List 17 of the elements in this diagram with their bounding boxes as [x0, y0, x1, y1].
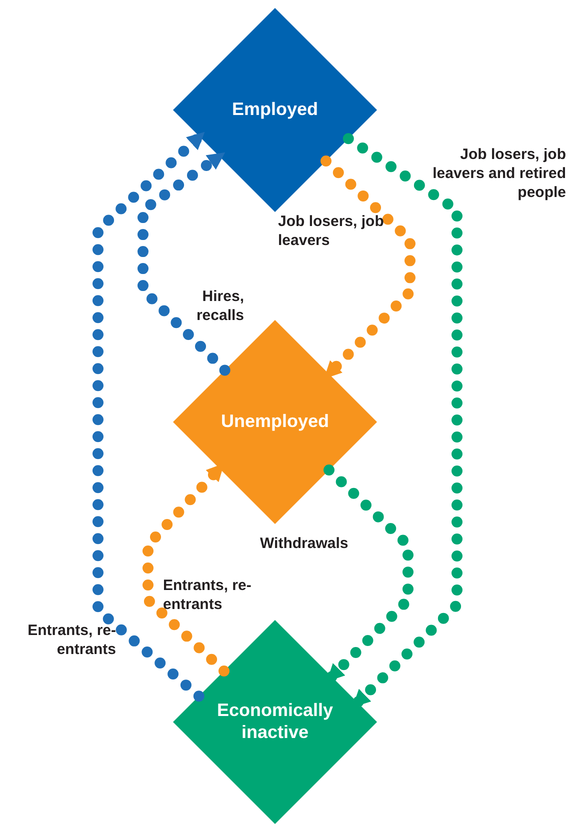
- dotted-arrow: [324, 464, 414, 682]
- dotted-arrow: [342, 133, 462, 708]
- edge-label: Withdrawals: [260, 535, 350, 554]
- dotted-arrow: [92, 131, 206, 702]
- state-label: Employed: [230, 99, 320, 121]
- dotted-arrow: [138, 150, 230, 376]
- state-label: Unemployed: [220, 411, 330, 433]
- edge-label: Entrants, re-entrants: [26, 622, 116, 660]
- state-diamond: [173, 8, 377, 212]
- state-label: Economically inactive: [216, 700, 334, 744]
- state-diamond: [173, 620, 377, 824]
- edge-label: Hires, recalls: [195, 288, 244, 326]
- edge-label: Entrants, re-entrants: [163, 577, 252, 614]
- dotted-arrow: [320, 156, 416, 380]
- state-diamond: [173, 320, 377, 524]
- edge-label: Job losers, job leavers and retired people: [432, 146, 566, 202]
- edge-label: Job losers, job leavers: [278, 213, 385, 250]
